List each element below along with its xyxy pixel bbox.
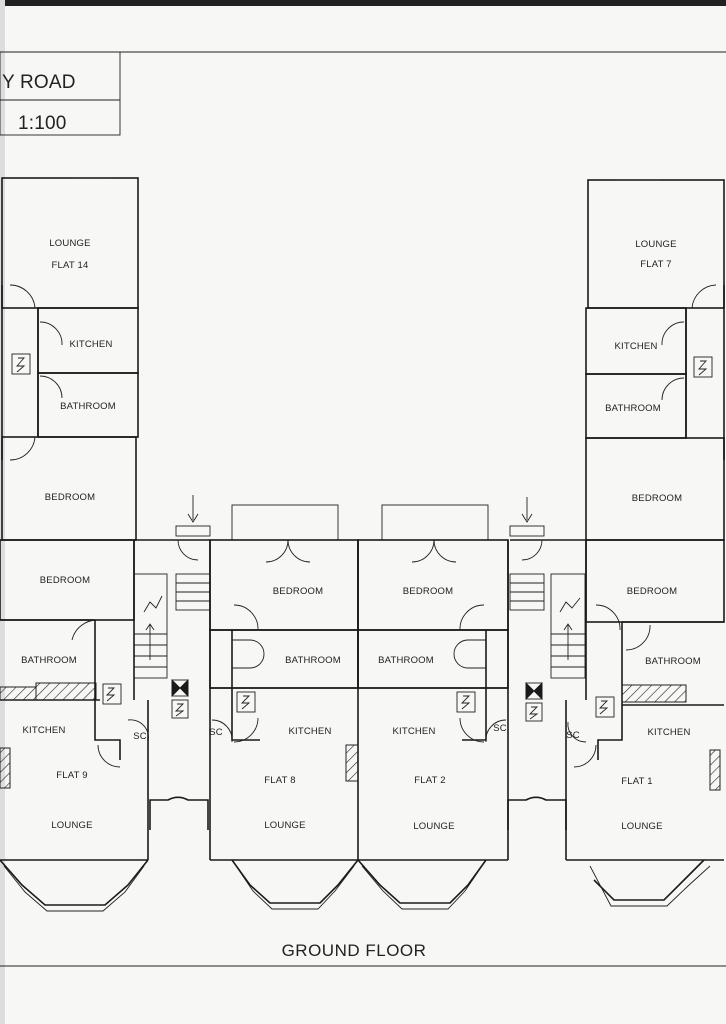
flat7-wing: LOUNGE FLAT 7 KITCHEN BATHROOM BEDROOM [585,179,725,541]
flat14-flat-label: FLAT 14 [52,260,89,271]
flat9-bathroom-label: BATHROOM [21,655,77,666]
left-entrance [133,495,211,830]
flat9: BEDROOM BATHROOM KITCHEN SC FLAT 9 LOUNG… [0,539,149,912]
flat8-bathroom-label: BATHROOM [285,655,341,666]
right-entrance [507,497,586,830]
flat8: BEDROOM BATHROOM SC KITCHEN FLAT 8 LOUNG… [209,504,359,910]
title-block: Y ROAD 1:100 [0,51,121,136]
flat9-lounge-label: LOUNGE [51,820,92,831]
flat1-kitchen-label: KITCHEN [647,727,690,738]
flat8-sc-label: SC [209,727,223,738]
flat7-kitchen-label: KITCHEN [614,341,657,352]
flat2-kitchen-label: KITCHEN [392,726,435,737]
flat1-bathroom-label: BATHROOM [645,656,701,667]
flat14-lounge-label: LOUNGE [49,238,90,249]
road-name: Y ROAD [2,72,76,93]
top-edge [0,0,726,6]
flat2-lounge-label: LOUNGE [413,821,454,832]
flat7-bathroom-label: BATHROOM [605,403,661,414]
flat7-lounge-label: LOUNGE [635,239,676,250]
flat8-lounge-label: LOUNGE [264,820,305,831]
flat7-flat-label: FLAT 7 [640,259,671,270]
flat8-kitchen-label: KITCHEN [288,726,331,737]
flat2: BEDROOM BATHROOM KITCHEN SC FLAT 2 LOUNG… [357,504,509,910]
flat9-bedroom-label: BEDROOM [40,575,91,586]
flat1-flat-label: FLAT 1 [621,776,652,787]
floor-label: GROUND FLOOR [282,941,427,960]
flat2-sc-label: SC [493,723,507,734]
flat14-bathroom-label: BATHROOM [60,401,116,412]
flat9-sc-label: SC [133,731,147,742]
flat1-sc-label: SC [566,730,580,741]
flat8-flat-label: FLAT 8 [264,775,295,786]
flat1-bedroom-label: BEDROOM [627,586,678,597]
flat8-bedroom-label: BEDROOM [273,586,324,597]
scale-label: 1:100 [18,113,67,134]
flat14-kitchen-label: KITCHEN [69,339,112,350]
flat14-wing: LOUNGE FLAT 14 KITCHEN BATHROOM BEDROOM [1,177,139,541]
flat1: BEDROOM BATHROOM SC KITCHEN FLAT 1 LOUNG… [565,539,725,907]
flat14-bedroom-label: BEDROOM [45,492,96,503]
flat2-flat-label: FLAT 2 [414,775,445,786]
flat2-bedroom-label: BEDROOM [403,586,454,597]
flat9-kitchen-label: KITCHEN [22,725,65,736]
flat2-bathroom-label: BATHROOM [378,655,434,666]
flat1-lounge-label: LOUNGE [621,821,662,832]
flat7-bedroom-label: BEDROOM [632,493,683,504]
flat9-flat-label: FLAT 9 [56,770,87,781]
